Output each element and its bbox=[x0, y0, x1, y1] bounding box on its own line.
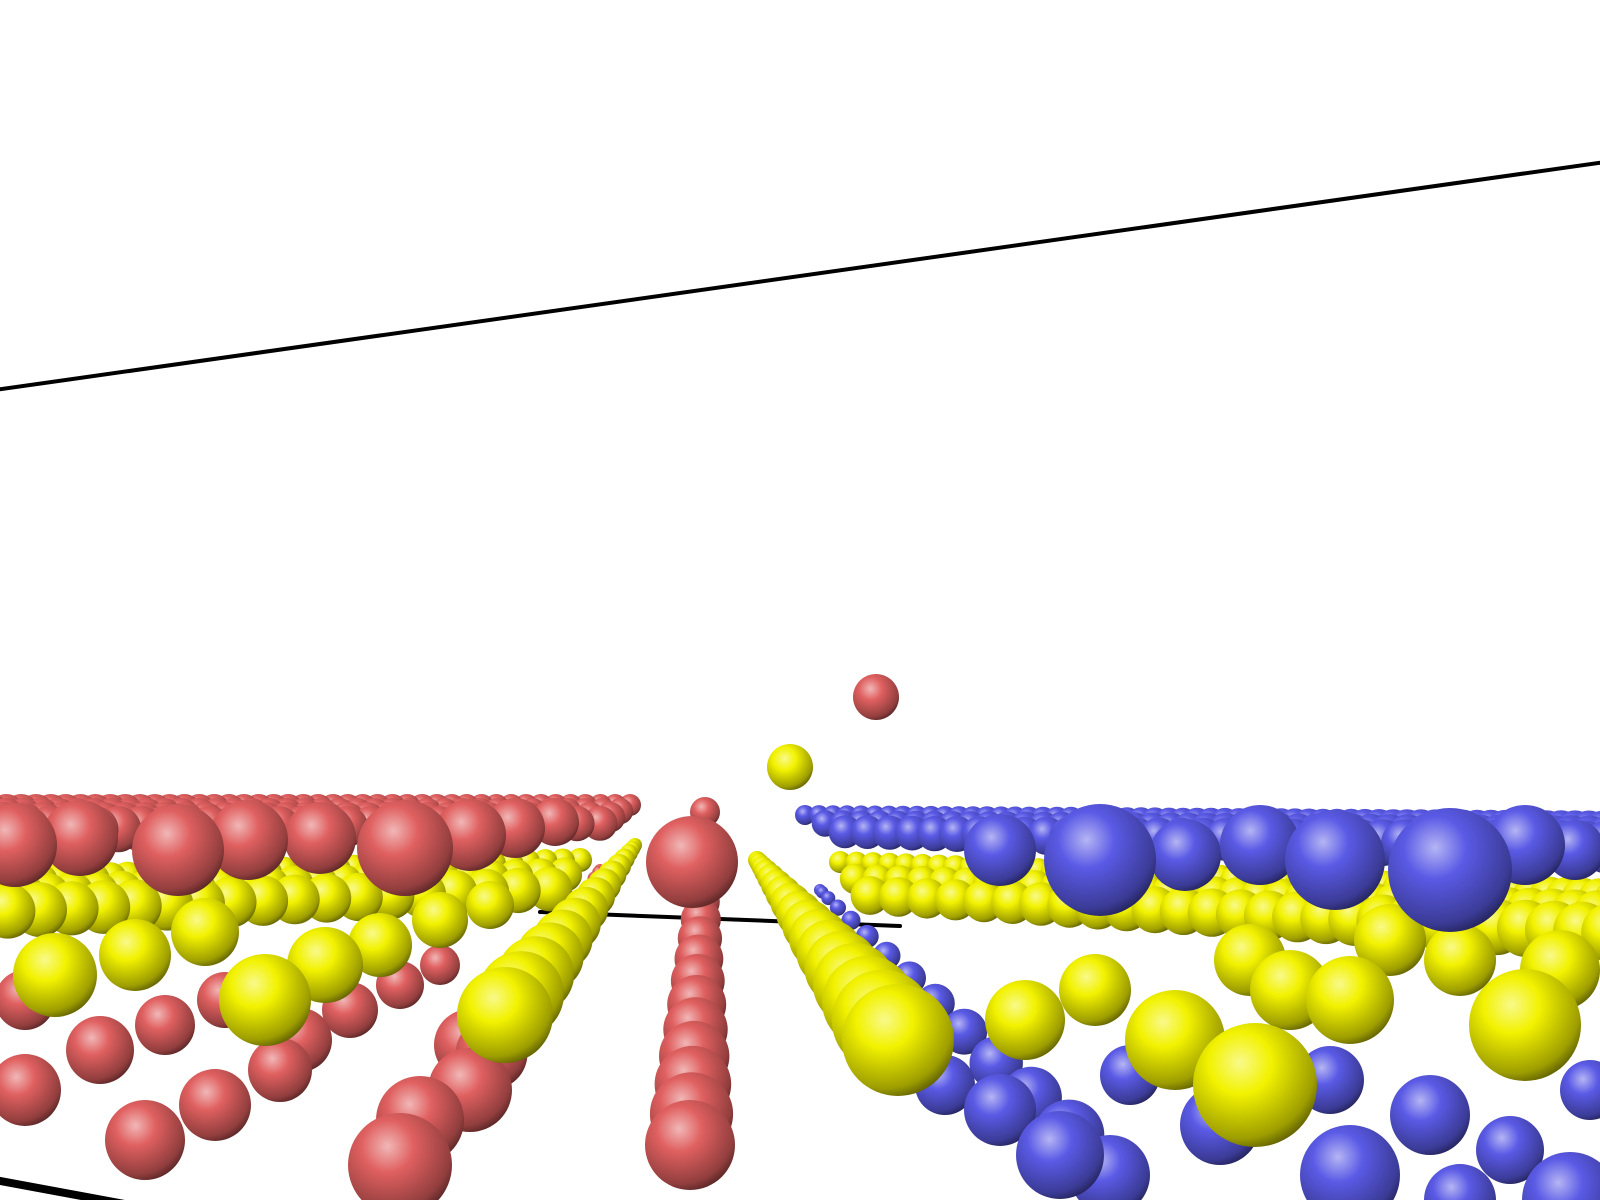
red-atom bbox=[853, 674, 899, 720]
blue-atom bbox=[1424, 1164, 1496, 1200]
yellow-atom bbox=[985, 980, 1065, 1060]
yellow-atom bbox=[99, 919, 171, 991]
yellow-atom bbox=[1193, 1023, 1317, 1147]
yellow-atom bbox=[412, 892, 468, 948]
yellow-atom bbox=[850, 876, 890, 915]
red-atom bbox=[179, 1069, 251, 1141]
blue-atom bbox=[1016, 1111, 1104, 1199]
yellow-atom bbox=[0, 883, 36, 939]
blue-atom bbox=[1220, 805, 1300, 885]
red-atom bbox=[646, 816, 738, 908]
yellow-atom bbox=[1059, 954, 1131, 1026]
red-atom bbox=[348, 1113, 452, 1200]
red-atom bbox=[105, 1100, 185, 1180]
yellow-atom bbox=[878, 877, 919, 917]
red-atom bbox=[0, 1054, 61, 1126]
blue-atom bbox=[964, 1074, 1036, 1146]
blue-atom bbox=[1476, 1116, 1544, 1184]
red-atom bbox=[0, 803, 57, 887]
yellow-atom bbox=[527, 866, 573, 912]
yellow-atom bbox=[457, 967, 553, 1063]
red-atom bbox=[420, 945, 460, 985]
blue-atom bbox=[1522, 1152, 1600, 1200]
yellow-atom bbox=[1469, 969, 1581, 1081]
red-atom bbox=[284, 802, 356, 874]
red-atom bbox=[248, 1038, 312, 1102]
box-edge-top bbox=[0, 160, 1600, 392]
yellow-atom bbox=[466, 881, 514, 929]
blue-atom bbox=[1044, 804, 1156, 916]
red-atom bbox=[645, 1100, 735, 1190]
blue-atom bbox=[1300, 1125, 1400, 1200]
blue-atom bbox=[964, 814, 1036, 886]
red-atom bbox=[135, 995, 195, 1055]
red-atom bbox=[132, 804, 224, 896]
blue-atom bbox=[1560, 1060, 1600, 1120]
blue-atom bbox=[1390, 1075, 1470, 1155]
box-edge-bottom bbox=[0, 1176, 125, 1200]
yellow-atom bbox=[13, 933, 97, 1017]
blue-atom bbox=[829, 899, 847, 916]
simulation-box-edges bbox=[0, 160, 1600, 1200]
yellow-atom bbox=[1354, 904, 1426, 976]
blue-atom bbox=[821, 891, 836, 906]
blue-atom bbox=[1149, 819, 1221, 891]
yellow-atom bbox=[842, 984, 954, 1096]
yellow-atom bbox=[348, 913, 412, 977]
red-atom bbox=[66, 1016, 134, 1084]
yellow-atom bbox=[1306, 956, 1394, 1044]
red-atom bbox=[208, 800, 288, 880]
yellow-atom bbox=[767, 744, 813, 790]
atom-layer bbox=[0, 674, 1600, 1200]
red-atom bbox=[42, 800, 118, 876]
blue-atom bbox=[1285, 810, 1385, 910]
yellow-atom bbox=[219, 954, 311, 1046]
red-atom bbox=[357, 800, 453, 896]
yellow-atom bbox=[1424, 924, 1496, 996]
blue-atom bbox=[1388, 808, 1512, 932]
yellow-atom bbox=[171, 898, 239, 966]
